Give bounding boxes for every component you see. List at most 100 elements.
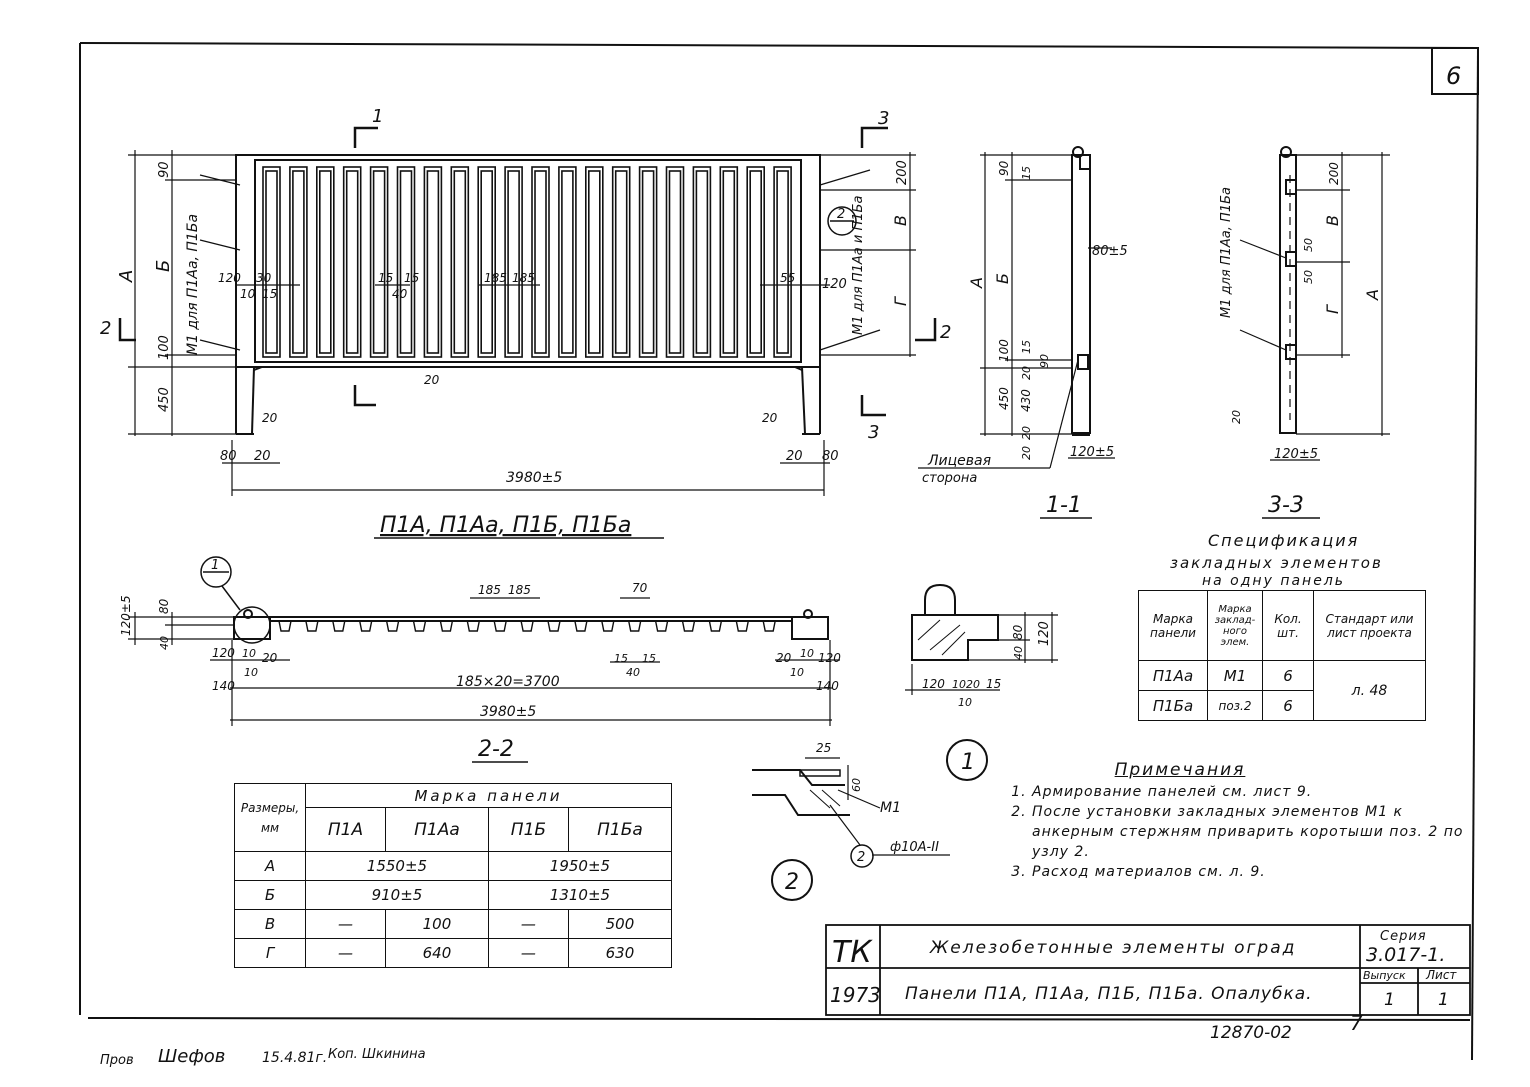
rib-tooth: [278, 620, 292, 632]
panel-slot: [558, 166, 577, 358]
dim-inner-55: 55: [780, 271, 795, 285]
title-org: ТК: [832, 935, 873, 970]
section-mark-1-top: 1: [372, 106, 383, 127]
panel-slot: [289, 166, 308, 358]
notes-list: Армирование панелей см. лист 9. После ус…: [1010, 782, 1470, 882]
panel-slot: [719, 166, 739, 358]
spec-reference: л. 48: [1313, 660, 1426, 721]
sec22-dim-40: 40: [158, 636, 171, 650]
sizes-row-v-c2: 100: [384, 909, 489, 939]
sec22-dim-40b: 40: [626, 666, 640, 679]
section-mark-3-bottom: 3: [868, 422, 879, 443]
sizes-row-g-c2: 640: [384, 938, 489, 968]
sec11-dim-430: 430: [1019, 389, 1033, 412]
panel-slot: [692, 166, 712, 358]
sec22-dim-120-left: 120: [212, 646, 235, 660]
face-label-2: сторона: [922, 471, 977, 486]
node1-dim-40: 40: [1012, 646, 1025, 660]
dim-450-left: 450: [157, 387, 172, 412]
spec-row2-element: поз.2: [1207, 690, 1263, 721]
dim-g-right: Г: [891, 296, 910, 306]
rib-tooth: [439, 620, 454, 632]
sec22-dim-15b: 15: [642, 652, 656, 665]
sizes-group-header: Марка панели: [305, 783, 672, 808]
stamp-signature: Шефов: [158, 1046, 225, 1067]
rib-tooth: [627, 620, 642, 632]
node-1-label-circle: [946, 739, 988, 781]
sizes-corner-1: Размеры,: [240, 800, 300, 815]
rib-tooth: [547, 620, 561, 632]
spec-title-3: на одну панель: [1202, 573, 1345, 589]
sec11-dim-100: 100: [997, 339, 1011, 362]
sheet-frame: [79, 42, 1479, 1061]
sizes-col-p1b: П1Б: [487, 807, 569, 852]
node-2-label-circle: [771, 859, 813, 901]
panel-slot-inner: [561, 170, 574, 354]
panel-slot-inner: [507, 170, 520, 354]
rib-tooth: [681, 620, 696, 632]
sec11-dim-20b: 20: [1020, 426, 1033, 440]
sec11-dim-450: 450: [997, 387, 1011, 410]
panel-slot-inner: [372, 170, 386, 354]
panel-slot: [477, 166, 497, 358]
sec33-dim-120: 120±5: [1274, 447, 1318, 462]
dim-inner-20-mid: 20: [424, 373, 440, 387]
sizes-row-a-label: А: [234, 851, 306, 881]
section-mark-2-left: 2: [100, 318, 111, 339]
dim-100-left: 100: [157, 335, 172, 360]
node-2-dimensions: [805, 757, 950, 856]
rib-tooth: [654, 620, 669, 632]
sizes-row-g-c3: —: [487, 938, 569, 968]
node1-dim-10b: 10: [958, 696, 972, 709]
spec-table: Марка панели Марка заклад- ного элем. Ко…: [1138, 590, 1426, 721]
sizes-row-v-c4: 500: [567, 909, 673, 939]
sec22-dim-20a: 20: [262, 651, 278, 665]
callout-node-2-elevation: [827, 206, 857, 236]
node-2-label: 2: [785, 870, 799, 895]
title-year: 1973: [830, 983, 881, 1007]
panel-slot: [396, 166, 416, 358]
sizes-row-v-label: В: [234, 909, 306, 939]
sizes-row-v-c3: —: [487, 909, 569, 939]
section-3-3-dimensions: [1239, 152, 1390, 461]
rib-tooth: [708, 620, 723, 632]
spec-row1-element: М1: [1207, 660, 1263, 691]
node2-pos2-circle: [850, 844, 874, 868]
section-markers: [118, 126, 937, 417]
panel-slot-inner: [668, 170, 682, 354]
title-block-lines: [825, 924, 1471, 1016]
sec22-dim-185a: 185: [478, 583, 501, 597]
section-2-2-rib-teeth: [278, 620, 777, 632]
sizes-col-p1ba: П1Ба: [567, 807, 673, 852]
panel-slot: [665, 166, 685, 358]
dim-inner-185b: 185: [512, 271, 535, 285]
sec11-dim-90b: 90: [1038, 354, 1051, 368]
notes-title: Примечания: [1114, 760, 1246, 780]
sec22-dim-70: 70: [632, 581, 648, 595]
dim-inner-20-left: 20: [262, 411, 278, 425]
dim-bottom-total: 3980±5: [506, 470, 562, 486]
dim-inner-185a: 185: [484, 271, 507, 285]
panel-slot-inner: [345, 170, 359, 354]
node1-dim-15: 15: [986, 677, 1001, 691]
sizes-corner: Размеры, мм: [234, 783, 306, 852]
panel-slot-inner: [614, 170, 628, 354]
sizes-table: Размеры, мм Марка панели П1А П1Аа П1Б П1…: [234, 783, 673, 968]
panel-slots: [262, 166, 792, 358]
panel-slot-inner: [587, 170, 601, 354]
panel-slot-inner: [695, 170, 709, 354]
notes-block: Примечания Армирование панелей см. лист …: [1010, 760, 1470, 882]
panel-slot: [262, 166, 281, 358]
sheet-label: Лист: [1425, 968, 1457, 982]
node-1-label: 1: [961, 750, 975, 775]
panel-slot: [746, 166, 766, 358]
section-3-3-drawing: [1279, 146, 1297, 434]
sec11-dim-b: Б: [993, 273, 1012, 284]
spec-row2-panel: П1Ба: [1138, 690, 1208, 721]
sec33-dim-50a: 50: [1302, 238, 1315, 252]
spec-header-standard: Стандарт или лист проекта: [1313, 590, 1426, 661]
sec22-dim-15a: 15: [614, 652, 628, 665]
sec22-dim-140-right: 140: [816, 679, 839, 693]
elevation-dimension-lines: [128, 150, 916, 496]
panel-slot-inner: [776, 170, 789, 354]
